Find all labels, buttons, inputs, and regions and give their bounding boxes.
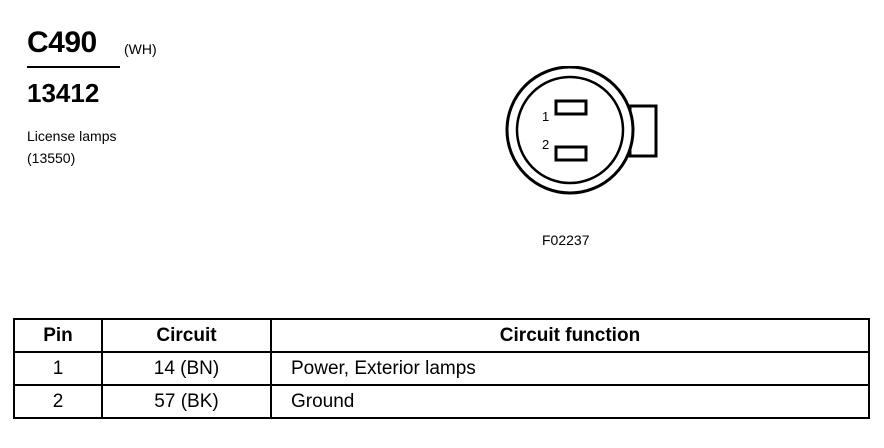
cell-circuit-function: Ground — [270, 384, 870, 419]
pin-2-terminal — [554, 145, 588, 162]
component-number: (13550) — [27, 150, 76, 166]
connector-outer-ring — [505, 66, 635, 195]
connector-color: (WH) — [124, 41, 157, 57]
table-row: 2 57 (BK) Ground — [13, 384, 870, 419]
table-header-row: Pin Circuit Circuit function — [13, 318, 870, 353]
pin-table: Pin Circuit Circuit function 1 14 (BN) P… — [13, 318, 870, 419]
pin-2-label: 2 — [542, 137, 549, 152]
cell-pin: 2 — [13, 384, 103, 419]
header-circuit-function: Circuit function — [270, 318, 870, 353]
pin-1-label: 1 — [542, 109, 549, 124]
cell-circuit: 57 (BK) — [101, 384, 272, 419]
connector-inner-ring — [515, 75, 625, 185]
cell-circuit-function: Power, Exterior lamps — [270, 351, 870, 386]
cell-circuit: 14 (BN) — [101, 351, 272, 386]
header-circuit: Circuit — [101, 318, 272, 353]
connector-id: C490 — [27, 26, 97, 59]
table-row: 1 14 (BN) Power, Exterior lamps — [13, 351, 870, 386]
connector-face-diagram: 1 2 — [505, 66, 658, 195]
pin-1-terminal — [554, 99, 588, 116]
part-number: 13412 — [27, 78, 100, 108]
header-pin: Pin — [13, 318, 103, 353]
header-divider — [27, 66, 120, 68]
component-name: License lamps — [27, 128, 117, 144]
cell-pin: 1 — [13, 351, 103, 386]
figure-code: F02237 — [542, 232, 590, 248]
